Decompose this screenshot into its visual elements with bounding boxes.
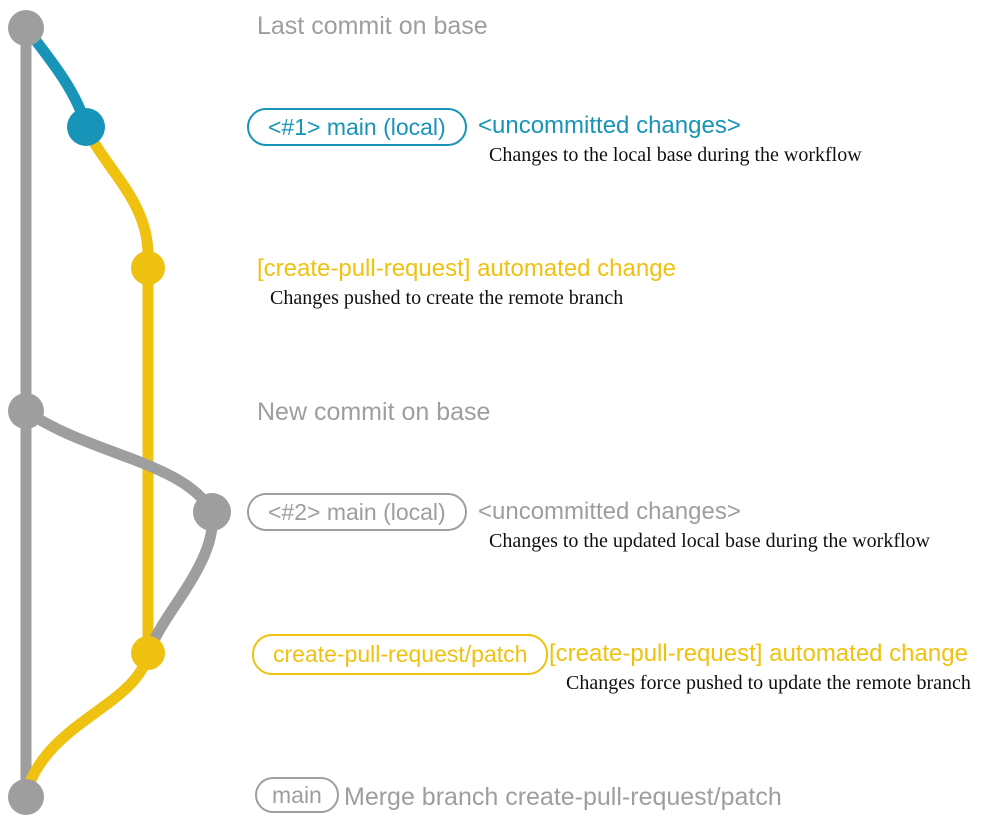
commit-dot-merge [8, 779, 44, 815]
commit-dot-local-main-2 [193, 493, 231, 531]
branch-badge-label: main [272, 781, 322, 808]
commit-dot-last-base [8, 10, 44, 46]
branch-badge-label: create-pull-request/patch [273, 641, 528, 667]
automated-change-description-2: Changes force pushed to update the remot… [566, 672, 971, 694]
branch-badge-main-local-1: <#1> main (local) [247, 108, 467, 146]
automated-change-heading-1: [create-pull-request] automated change [257, 255, 676, 282]
automated-change-description-1: Changes pushed to create the remote bran… [270, 287, 624, 309]
uncommitted-changes-heading-1: <uncommitted changes> [478, 112, 741, 139]
branch-badge-main-local-2: <#2> main (local) [247, 493, 467, 531]
branch-badge-patch: create-pull-request/patch [252, 634, 549, 675]
new-commit-label: New commit on base [257, 398, 491, 426]
automated-change-heading-2: [create-pull-request] automated change [549, 640, 968, 667]
merge-curve [21, 651, 154, 792]
patch-branch-line [80, 124, 154, 653]
updated-base-curve [22, 406, 217, 515]
commit-dot-local-main-1 [67, 108, 105, 146]
last-commit-label: Last commit on base [257, 12, 488, 40]
merge-commit-message: Merge branch create-pull-request/patch [344, 783, 782, 811]
uncommitted-changes-description-2: Changes to the updated local base during… [489, 530, 930, 552]
branch-badge-main: main [255, 777, 339, 813]
commit-dot-automated-change-1 [131, 251, 165, 285]
uncommitted-changes-description-1: Changes to the local base during the wor… [489, 144, 862, 166]
rebase-to-patch-curve [144, 511, 218, 652]
uncommitted-changes-heading-2: <uncommitted changes> [478, 498, 741, 525]
commit-dot-new-base [8, 393, 44, 429]
branch-badge-label: <#1> main (local) [268, 113, 446, 140]
branch-badge-label: <#2> main (local) [268, 498, 446, 525]
commit-dot-automated-change-2 [131, 636, 165, 670]
